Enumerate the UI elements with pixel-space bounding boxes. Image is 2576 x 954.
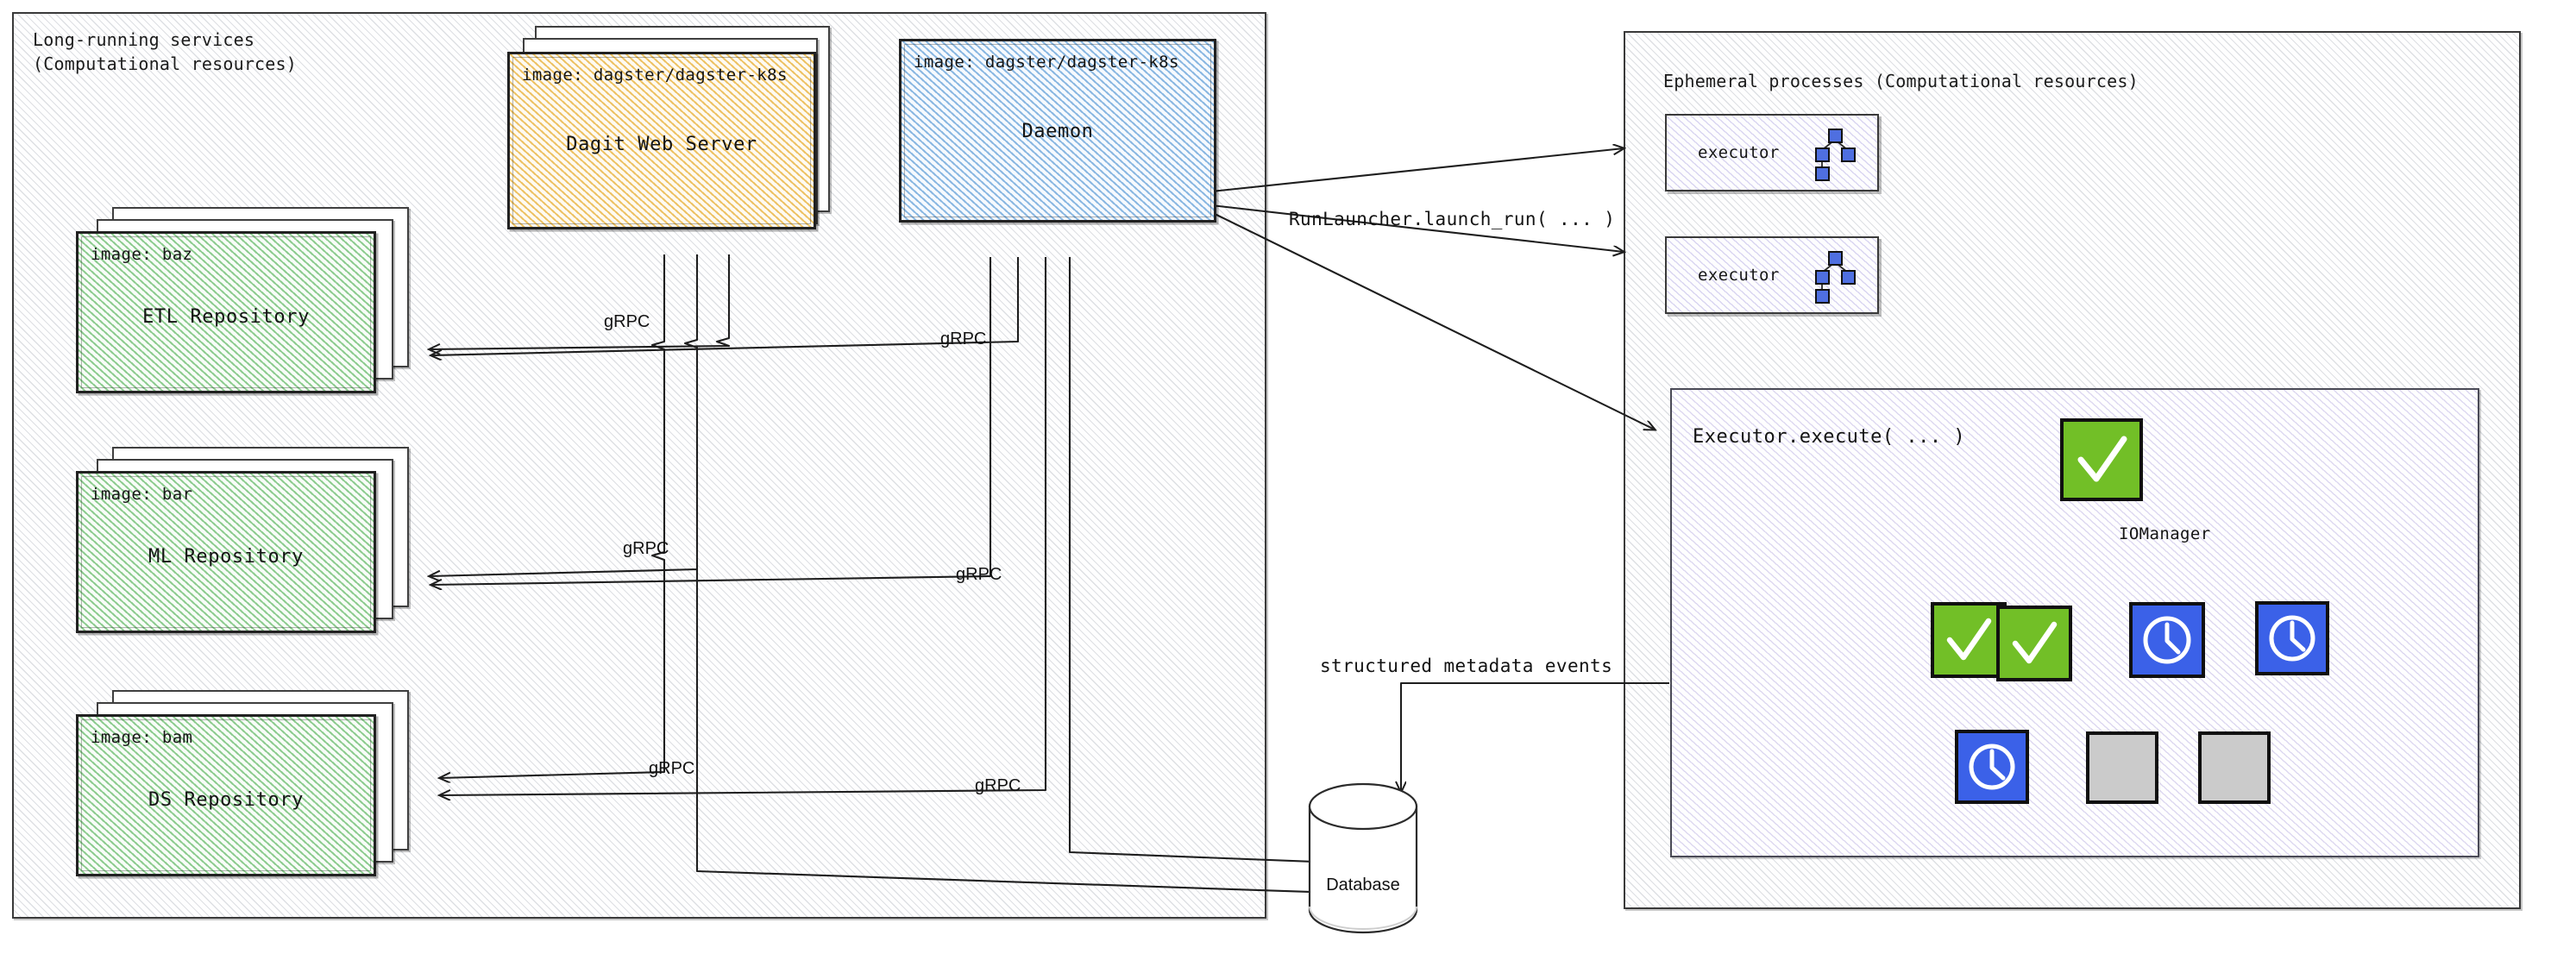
service-card-dagit[interactable]: image: dagster/dagster-k8s Dagit Web Ser… <box>507 52 816 229</box>
grpc-label-ml-daemon: gRPC <box>956 565 1002 584</box>
database-cylinder[interactable] <box>1294 781 1432 945</box>
dag-node-g3[interactable] <box>2198 731 2271 804</box>
blank-icon <box>2202 735 2267 800</box>
panel-left-title: Long-running services (Computational res… <box>33 29 298 75</box>
structured-metadata-events-label: structured metadata events <box>1320 656 1613 676</box>
executor-label: executor <box>1698 143 1780 162</box>
repository-card-ml[interactable]: image: bar ML Repository <box>76 471 376 633</box>
card-inner-rule <box>81 476 371 628</box>
card-inner-rule <box>81 719 371 871</box>
card-inner-rule <box>904 44 1211 217</box>
clock-icon <box>2269 615 2315 662</box>
panel-right-title: Ephemeral processes (Computational resou… <box>1663 71 2139 91</box>
check-icon <box>2077 436 2127 482</box>
card-fill-blue <box>902 41 1214 220</box>
card-fill-green <box>79 474 374 631</box>
dag-node-c2[interactable] <box>1996 606 2072 681</box>
service-dagit-web-server[interactable]: image: dagster/dagster-k8s Dagit Web Ser… <box>507 26 835 259</box>
dag-node-c1[interactable] <box>1931 602 2007 678</box>
card-fill-orange <box>510 54 814 227</box>
grpc-label-ml-dagit: gRPC <box>623 539 669 558</box>
service-daemon[interactable]: image: dagster/dagster-k8s Daemon <box>899 39 1218 263</box>
blank-icon <box>2089 735 2155 800</box>
iomanager-label: IOManager <box>2119 524 2211 543</box>
repository-name-label: ML Repository <box>148 546 304 568</box>
clock-icon <box>2143 616 2191 664</box>
card-fill-green <box>79 717 374 874</box>
executor-box-2[interactable]: executor <box>1665 236 1879 314</box>
card-fill-green <box>79 234 374 391</box>
repository-name-label: ETL Repository <box>142 306 310 328</box>
dag-icon <box>1815 251 1856 304</box>
clock-icon <box>1969 744 2015 790</box>
grpc-label-ds-daemon: gRPC <box>975 776 1021 795</box>
grpc-label-ds-dagit: gRPC <box>649 759 695 778</box>
grpc-label-etl-dagit: gRPC <box>604 312 650 331</box>
dag-node-g2[interactable] <box>2086 731 2158 804</box>
run-launcher-label: RunLauncher.launch_run( ... ) <box>1289 209 1616 229</box>
service-image-label: image: dagster/dagster-k8s <box>914 53 1179 72</box>
service-image-label: image: dagster/dagster-k8s <box>522 66 788 85</box>
repository-ml[interactable]: image: bar ML Repository <box>76 447 438 645</box>
check-icon <box>2012 621 2058 664</box>
service-card-daemon[interactable]: image: dagster/dagster-k8s Daemon <box>899 39 1216 223</box>
repository-card-ds[interactable]: image: bam DS Repository <box>76 714 376 876</box>
repository-name-label: DS Repository <box>148 789 304 811</box>
repository-image-label: image: bam <box>91 728 193 747</box>
check-icon <box>1946 618 1992 661</box>
repository-etl[interactable]: image: baz ETL Repository <box>76 207 438 405</box>
executor-box-1[interactable]: executor <box>1665 114 1879 191</box>
dag-node-c4[interactable] <box>2255 601 2329 675</box>
repository-ds[interactable]: image: bam DS Repository <box>76 690 438 888</box>
dag-node-g1[interactable] <box>1955 730 2029 804</box>
repository-card-etl[interactable]: image: baz ETL Repository <box>76 231 376 393</box>
executor-label: executor <box>1698 266 1780 285</box>
card-inner-rule <box>512 57 811 224</box>
database-label: Database <box>1326 876 1400 894</box>
dag-node-c3[interactable] <box>2129 602 2205 678</box>
dag-icon <box>1815 129 1856 181</box>
service-name-label: Daemon <box>1021 121 1094 142</box>
grpc-label-etl-daemon: gRPC <box>940 330 987 348</box>
card-inner-rule <box>81 236 371 388</box>
repository-image-label: image: bar <box>91 485 193 504</box>
executor-execute-title: Executor.execute( ... ) <box>1693 426 1966 448</box>
repository-image-label: image: baz <box>91 245 193 264</box>
service-name-label: Dagit Web Server <box>566 134 757 155</box>
dag-node-root[interactable] <box>2060 418 2143 501</box>
